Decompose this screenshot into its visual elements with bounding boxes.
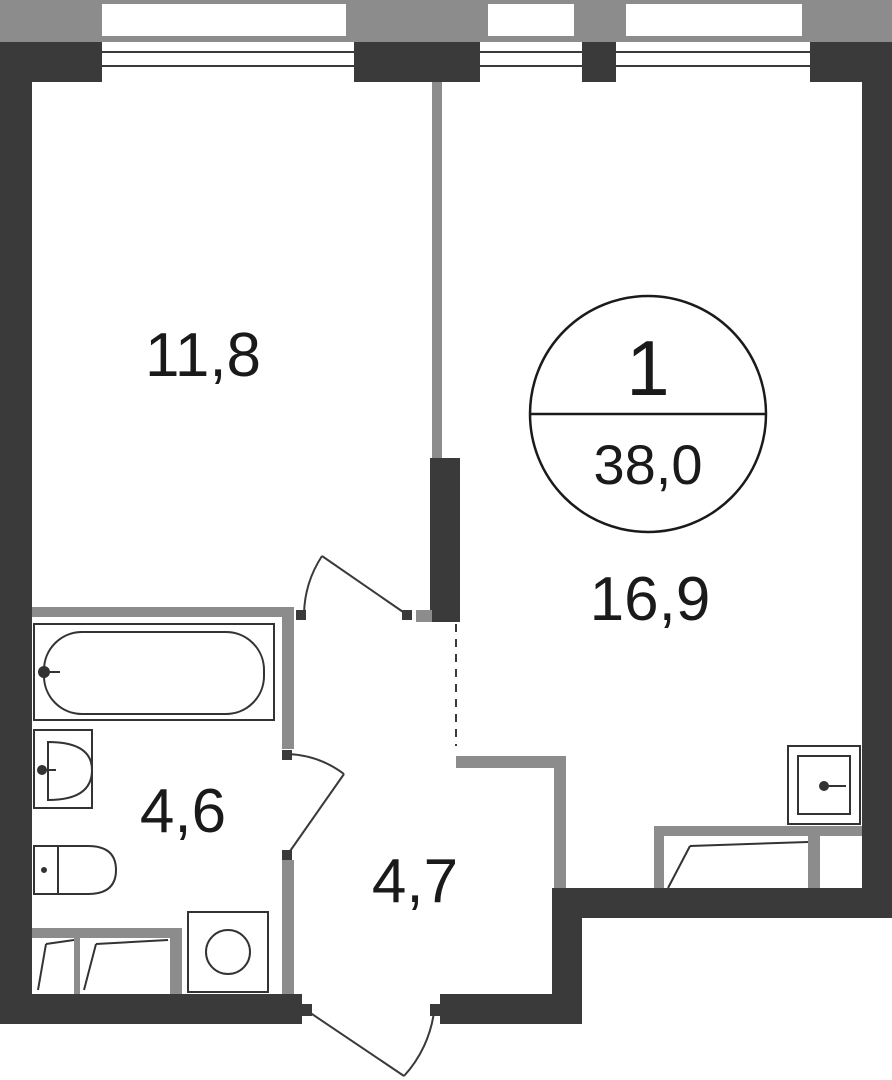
wall-right bbox=[862, 42, 892, 918]
bathroom-shelf-top bbox=[32, 928, 182, 938]
kitchen-counter-left bbox=[654, 836, 664, 888]
partition-hall-top bbox=[456, 756, 566, 768]
window-right-pane bbox=[626, 4, 802, 36]
apartment-badge: 1 38,0 bbox=[528, 294, 768, 534]
wall-bottom-entry-right bbox=[440, 994, 582, 1024]
bathroom-shelf-right bbox=[170, 928, 182, 994]
window-left-pane bbox=[102, 4, 346, 36]
total-area: 38,0 bbox=[594, 433, 703, 496]
fixtures bbox=[33, 623, 861, 993]
washing-machine-icon bbox=[187, 911, 269, 993]
doors bbox=[282, 555, 457, 1077]
bathtub-icon bbox=[33, 623, 275, 721]
interior-partitions bbox=[32, 82, 862, 994]
toilet-icon bbox=[33, 845, 118, 895]
room-labels: 11,8 16,9 4,6 4,7 bbox=[140, 321, 710, 916]
wall-central-pier bbox=[430, 458, 460, 622]
bathroom-area-label: 4,6 bbox=[140, 777, 226, 846]
partition-bathroom-right-lower bbox=[282, 860, 294, 994]
living-area-label: 16,9 bbox=[590, 565, 711, 634]
window-strip bbox=[0, 0, 892, 42]
wall-left bbox=[0, 42, 32, 1024]
hall-area-label: 4,7 bbox=[372, 847, 458, 916]
window-mid-pane bbox=[488, 4, 574, 36]
exterior-walls bbox=[0, 42, 892, 1024]
washbasin-icon bbox=[33, 729, 94, 809]
kitchen-counter-right bbox=[808, 836, 820, 888]
kitchen-counter-edge bbox=[654, 826, 862, 836]
partition-hall-right bbox=[554, 756, 566, 888]
rooms-count: 1 bbox=[626, 324, 669, 412]
partition-door-jamb bbox=[416, 610, 432, 622]
partition-bathroom-right-upper bbox=[282, 617, 294, 749]
shelf-tilt-icons bbox=[37, 939, 169, 991]
kitchen-sink-icon bbox=[787, 745, 861, 825]
wall-bottom-left bbox=[0, 994, 302, 1024]
bathroom-shelf-divider bbox=[74, 938, 80, 994]
partition-bedroom-living bbox=[432, 82, 442, 458]
wall-top-pier-2 bbox=[582, 42, 616, 82]
kitchen-stove-icon bbox=[667, 841, 809, 889]
bedroom-area-label: 11,8 bbox=[145, 321, 261, 390]
door-entrance bbox=[300, 1004, 442, 1077]
wall-bottom-right bbox=[552, 888, 892, 918]
partition-bathroom-top bbox=[32, 607, 294, 617]
door-bathroom bbox=[282, 750, 345, 860]
wall-top-pier-1 bbox=[354, 42, 480, 82]
window-frames bbox=[102, 51, 810, 67]
door-living bbox=[296, 555, 412, 620]
